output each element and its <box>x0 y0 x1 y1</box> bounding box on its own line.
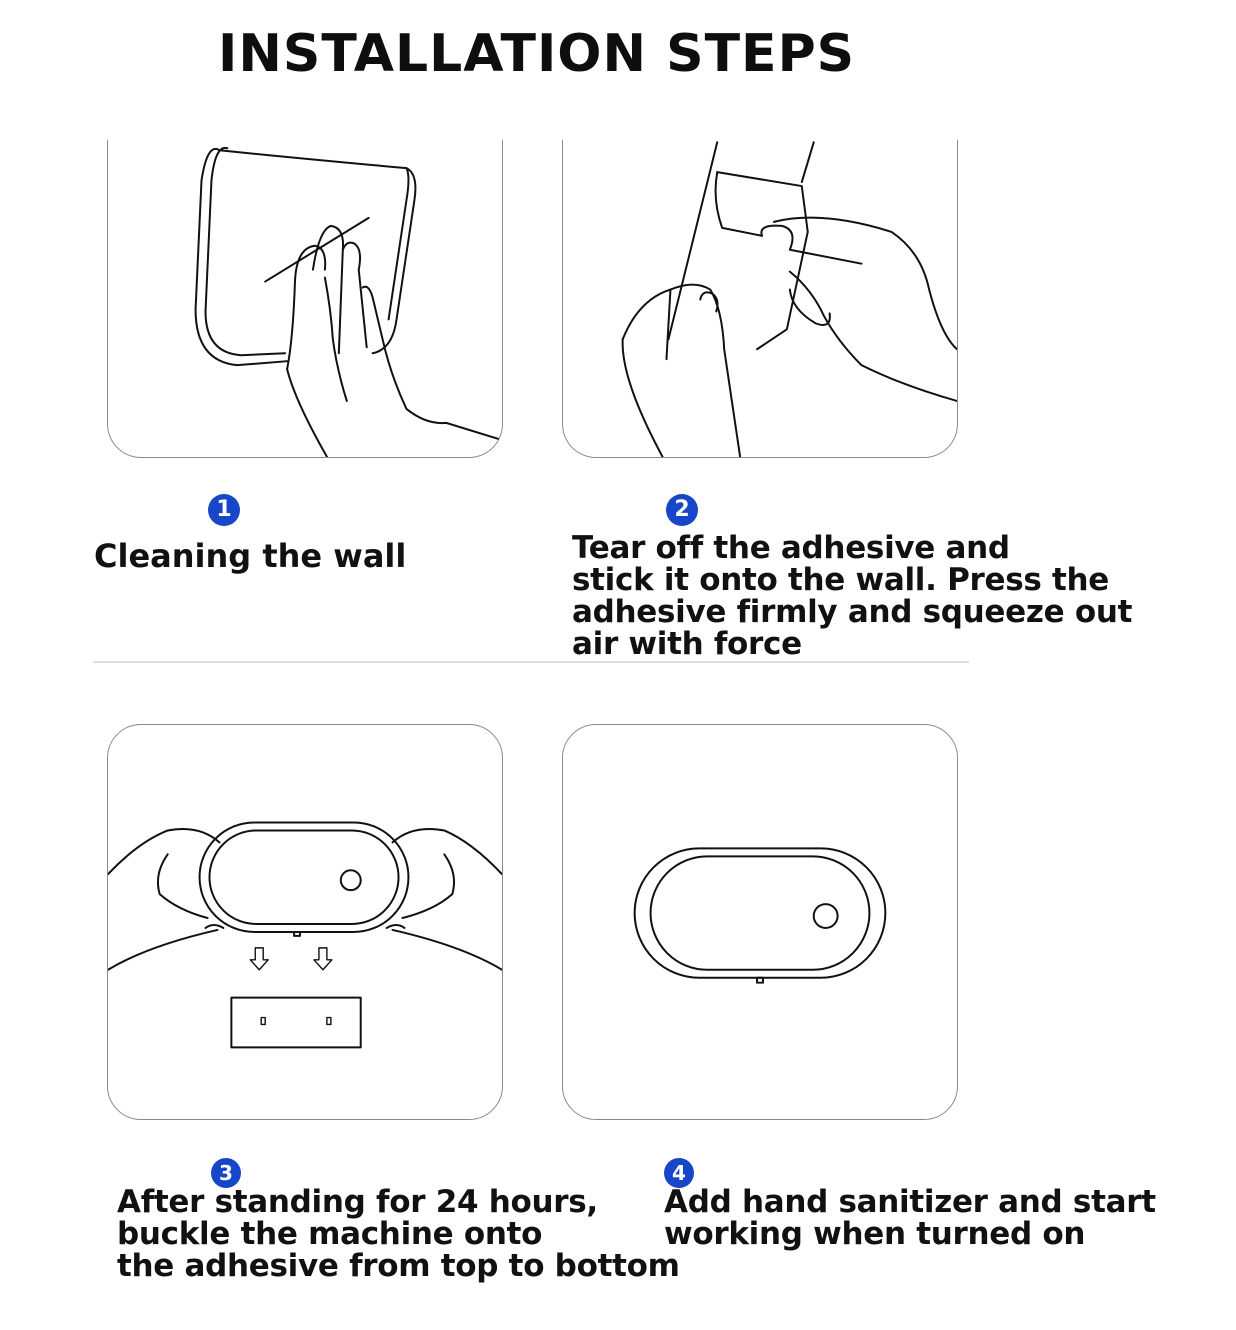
hands-mounting-dispenser-icon <box>108 821 502 1049</box>
hand-wiping-cloth-icon <box>194 146 500 457</box>
section-divider <box>93 661 969 663</box>
page-title: INSTALLATION STEPS <box>218 24 856 84</box>
hands-peeling-adhesive-icon <box>621 141 957 457</box>
step-1-illustration <box>107 140 503 458</box>
step-2-description: Tear off the adhesive and stick it onto … <box>572 530 1133 662</box>
step-3-number-badge: 3 <box>211 1158 241 1188</box>
step-2-illustration <box>562 140 958 458</box>
step-1-description: Cleaning the wall <box>94 537 407 575</box>
step-1-number-badge: 1 <box>208 494 240 526</box>
step-2-number-badge: 2 <box>666 494 698 526</box>
step-4-description: Add hand sanitizer and start working whe… <box>664 1184 1156 1252</box>
step-3-illustration <box>107 724 503 1120</box>
step-4-number-badge: 4 <box>664 1158 694 1188</box>
mounted-dispenser-icon <box>633 847 887 984</box>
step-3-description: After standing for 24 hours, buckle the … <box>117 1184 680 1284</box>
step-4-illustration <box>562 724 958 1120</box>
